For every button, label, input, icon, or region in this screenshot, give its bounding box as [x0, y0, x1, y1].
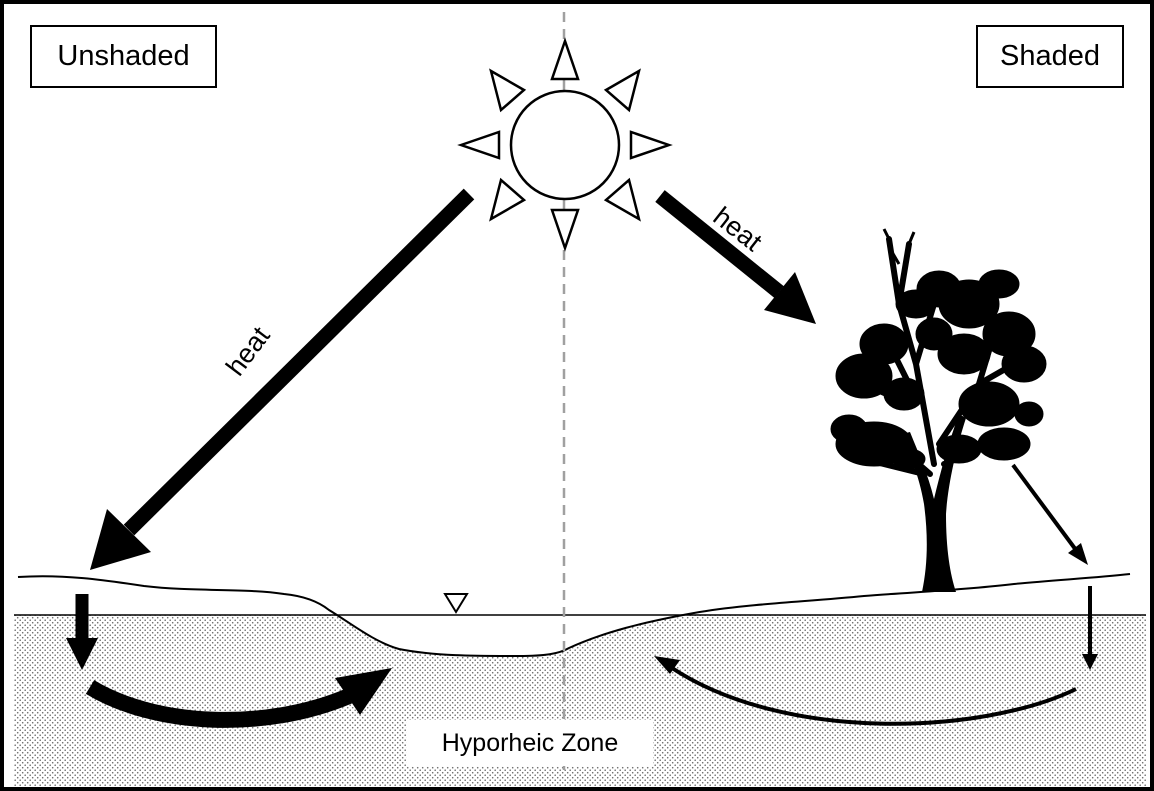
sun-icon — [457, 37, 673, 252]
infiltration-arrow-left — [66, 594, 98, 670]
shaded-label: Shaded — [976, 25, 1124, 88]
tree-icon — [830, 228, 1047, 592]
flow-arrow-right — [654, 656, 1077, 726]
diagram-canvas — [14, 12, 1146, 787]
hyporheic-zone-label: Hyporheic Zone — [407, 720, 653, 766]
unshaded-label: Unshaded — [30, 25, 217, 88]
heat-arrow-left — [90, 188, 475, 570]
heat-arrow-right — [655, 190, 816, 324]
infiltration-arrow-right — [1082, 586, 1098, 670]
shade-arrow-right — [1011, 463, 1088, 565]
flow-arrow-left — [85, 668, 392, 728]
water-table-icon — [443, 593, 469, 614]
